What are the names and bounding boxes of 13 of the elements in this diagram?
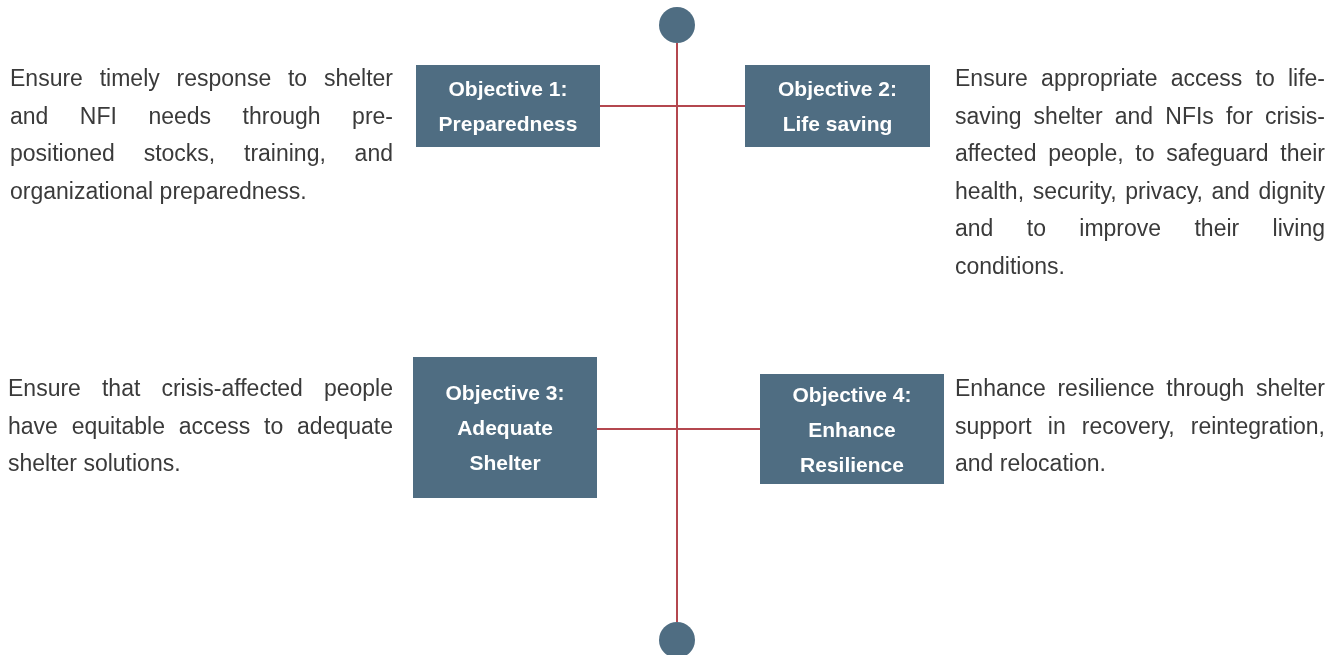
description-text: Ensure appropriate access to life-saving shelter and NFIs for crisis-affected people, to safeguard their health, security, privacy, and dignity and to improve their living conditions. <box>955 64 1325 281</box>
end-circle <box>659 622 695 655</box>
objective-box: Objective 2: Life saving <box>745 65 930 147</box>
description-text: Enhance resilience through shelter support in recovery, reintegration, and relocation. <box>955 374 1325 478</box>
objective-box: Objective 3: Adequate Shelter <box>413 357 597 498</box>
connector-line <box>676 42 678 623</box>
objective-box: Objective 1: Preparedness <box>416 65 600 147</box>
description-text: Ensure timely response to shelter and NFI needs through pre-positioned stocks, training, and organizational preparedness. <box>10 64 393 206</box>
connector-line <box>596 428 761 430</box>
end-circle <box>659 7 695 43</box>
objective-box: Objective 4: Enhance Resilience <box>760 374 944 484</box>
connector-line <box>599 105 746 107</box>
description-text: Ensure that crisis-affected people have equitable access to adequate shelter solutions. <box>8 374 393 478</box>
